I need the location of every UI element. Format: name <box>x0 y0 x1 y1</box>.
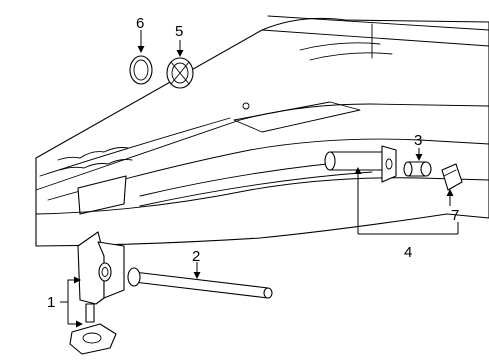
callout-4: 4 <box>404 244 412 261</box>
retainer-clip-icon <box>166 57 194 89</box>
tube-assembly-icon <box>324 145 397 183</box>
leader-lines <box>60 30 459 328</box>
callout-7: 7 <box>451 207 459 224</box>
seal-ring-icon <box>129 55 153 85</box>
callout-2: 2 <box>192 248 200 265</box>
callout-1: 1 <box>47 294 55 311</box>
extension-rod-icon <box>127 267 273 299</box>
spare-tire-hoist-bracket-icon <box>69 231 125 355</box>
rear-bumper-panel <box>35 15 489 247</box>
callout-5: 5 <box>175 23 183 40</box>
callout-6: 6 <box>136 15 144 32</box>
lock-cylinder-icon <box>403 161 432 177</box>
cover-cap-icon <box>441 163 463 191</box>
callout-3: 3 <box>414 132 422 149</box>
